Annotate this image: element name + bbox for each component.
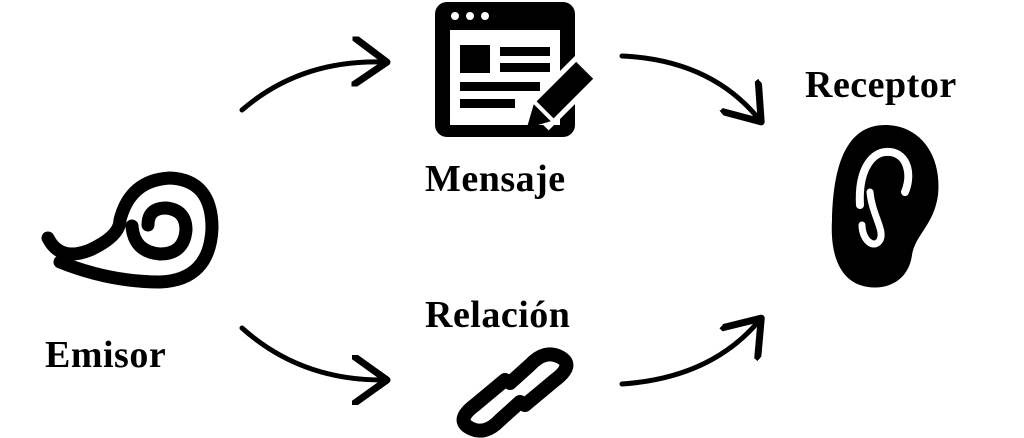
arrow-relacion-to-receptor	[619, 322, 758, 387]
emisor-label: Emisor	[45, 334, 167, 376]
arrow-emisor-to-mensaje	[239, 62, 382, 113]
document-edit-icon	[435, 2, 601, 137]
spiral-icon	[41, 171, 219, 289]
arrow-emisor-to-relacion	[239, 325, 382, 380]
mensaje-label: Mensaje	[425, 158, 566, 200]
ear-icon	[831, 125, 939, 288]
link-chain-icon	[456, 347, 574, 438]
receptor-label: Receptor	[805, 64, 957, 106]
relacion-label: Relación	[425, 294, 571, 336]
arrow-mensaje-to-receptor	[619, 53, 758, 118]
